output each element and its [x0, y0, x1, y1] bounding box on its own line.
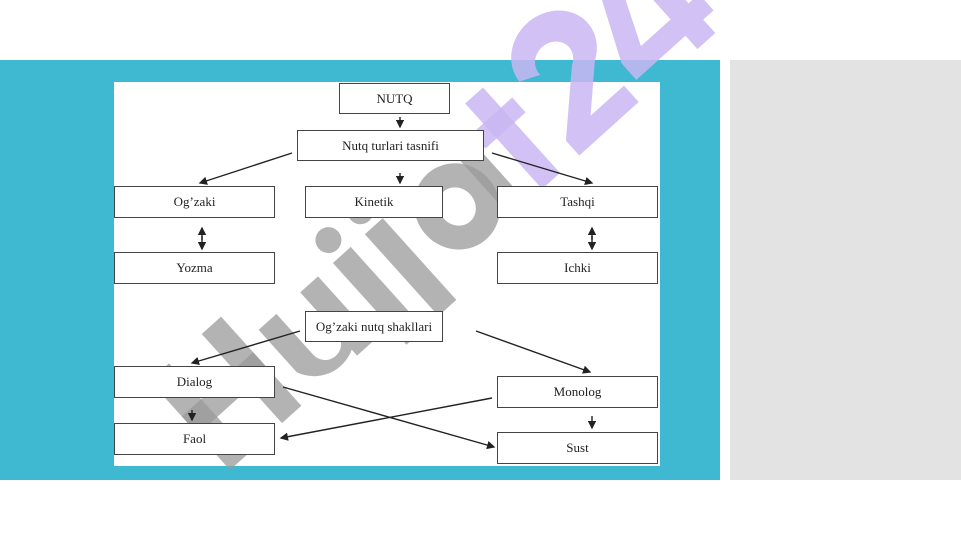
box-tashqi: Tashqi: [497, 186, 658, 218]
box-label: Yozma: [176, 260, 213, 275]
box-label: Faol: [182, 431, 207, 446]
box-monolog: Monolog: [497, 376, 658, 408]
box-label: Ichki: [564, 260, 591, 275]
slide-side-panel: [730, 60, 961, 480]
box-dialog: Dialog: [114, 366, 275, 398]
box-label: Tashqi: [560, 194, 595, 209]
box-kinetik: Kinetik: [305, 186, 443, 218]
box-ogzaki: Og’zaki: [114, 186, 275, 218]
box-label: Og’zaki: [173, 194, 216, 209]
box-label: Og’zaki nutq shakllari: [315, 318, 433, 334]
box-nutq: NUTQ: [339, 83, 450, 114]
box-label: NUTQ: [376, 90, 413, 106]
box-faol: Faol: [114, 423, 275, 455]
box-ichki: Ichki: [497, 252, 658, 284]
box-label: Nutq turlari tasnifi: [342, 137, 439, 153]
box-label: Kinetik: [354, 194, 394, 209]
box-classification: Nutq turlari tasnifi: [297, 130, 484, 161]
box-label: Sust: [566, 440, 589, 455]
box-yozma: Yozma: [114, 252, 275, 284]
box-label: Monolog: [553, 384, 602, 399]
box-forms: Og’zaki nutq shakllari: [305, 311, 443, 342]
box-label: Dialog: [176, 374, 213, 389]
box-sust: Sust: [497, 432, 658, 464]
